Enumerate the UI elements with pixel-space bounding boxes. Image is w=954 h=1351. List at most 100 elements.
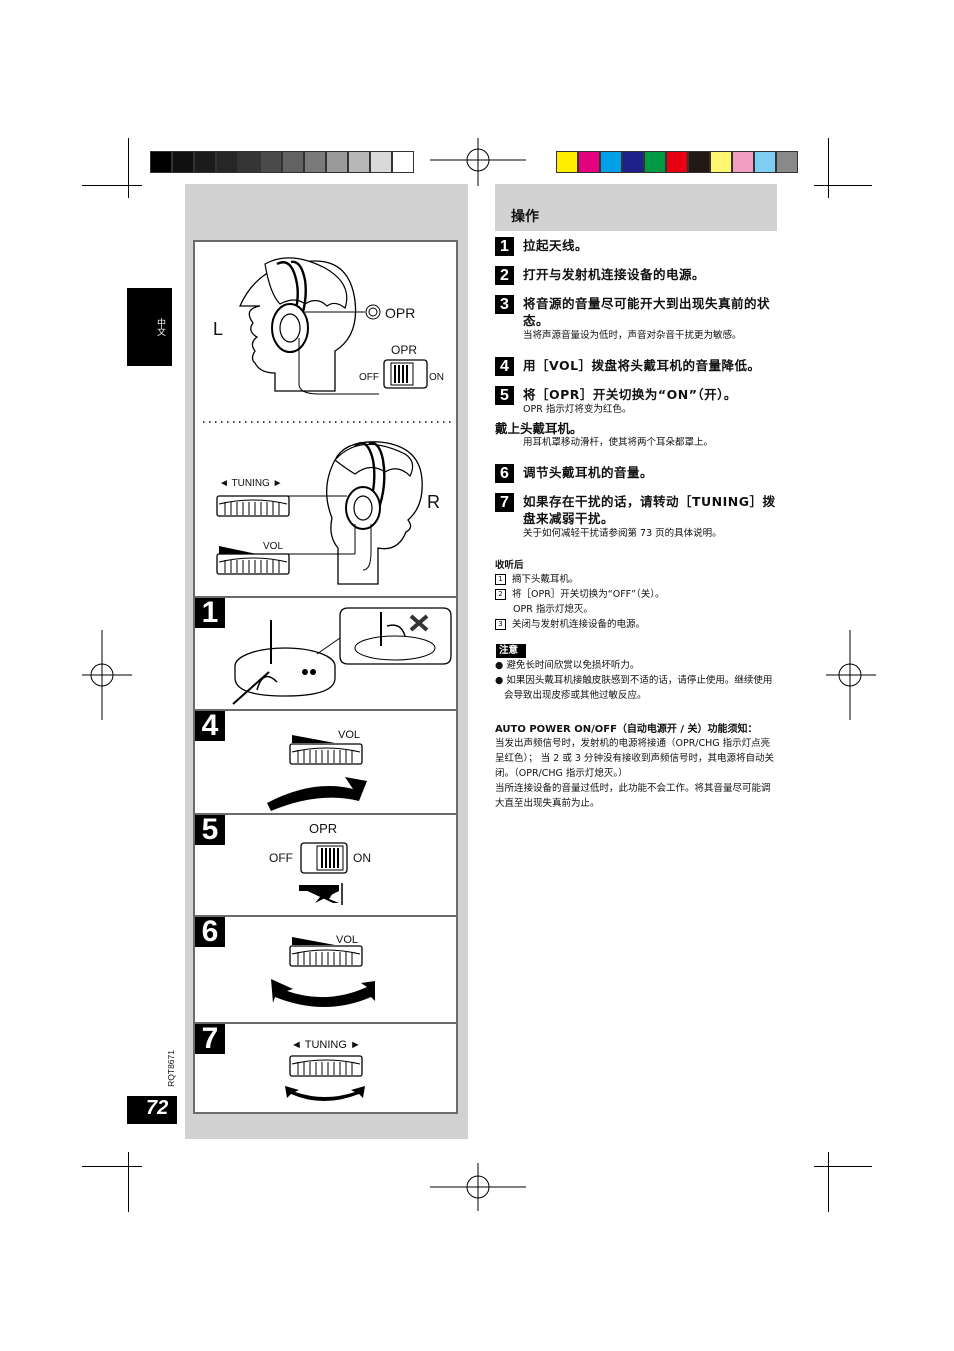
- step-body: 将音源的音量尽可能开大到出现失真前的状态。 当将声源音量设为低时，声音对杂音干扰…: [523, 295, 781, 343]
- gray-swatch: [238, 151, 260, 173]
- item-text: 将［OPR］开关切换为“OFF”（关）。: [512, 589, 665, 600]
- step1-number: 1: [195, 598, 225, 628]
- step4-vol-label: VOL: [338, 729, 361, 741]
- document-code: RQT8671: [166, 1050, 176, 1087]
- step-number: 7: [495, 493, 514, 512]
- step-note: OPR 指示灯将变为红色。: [523, 404, 632, 415]
- after-listening-item: 2 将［OPR］开关切换为“OFF”（关）。: [495, 587, 780, 602]
- step-number: 5: [495, 386, 514, 405]
- gray-swatch: [326, 151, 348, 173]
- opr-switch-illustration: [299, 842, 348, 905]
- switch-label: OPR: [391, 343, 418, 357]
- step5-opr-label: OPR: [309, 821, 338, 836]
- gray-swatch: [282, 151, 304, 173]
- step7-number: 7: [195, 1024, 225, 1054]
- step-number: 4: [495, 357, 514, 376]
- process-swatch: [688, 151, 710, 173]
- step7-figure: 7 ◄ TUNING ►: [193, 1022, 458, 1114]
- gray-swatch: [348, 151, 370, 173]
- step5-on-label: ON: [353, 851, 371, 865]
- gray-swatch: [150, 151, 172, 173]
- grayscale-color-bar: [150, 151, 414, 173]
- page-number-block: [127, 1096, 177, 1124]
- on-label: ON: [429, 372, 444, 383]
- caution-item: ● 如果因头戴耳机接触皮肤感到不适的话，请停止使用。继续使用会导致出现皮疹或其他…: [495, 675, 773, 701]
- vol-adjust-illustration: [271, 937, 375, 1007]
- step-note: 当将声源音量设为低时，声音对杂音干扰更为敏感。: [523, 330, 742, 341]
- step-body: 如果存在干扰的话，请转动［TUNING］拨盘来减弱干扰。 关于如何减轻干扰请参阅…: [523, 493, 781, 541]
- auto-power-body: 当发出声频信号时，发射机的电源将接通（OPR/CHG 指示灯点亮呈红色）； 当 …: [495, 736, 779, 811]
- item-text: OPR 指示灯熄灭。: [513, 604, 593, 615]
- step-text: 调节头戴耳机的音量。: [523, 465, 654, 480]
- wear-headphones-title: 戴上头戴耳机。: [495, 421, 583, 436]
- caution-list: ● 避免长时间欣赏以免损坏听力。 ● 如果因头戴耳机接触皮肤感到不适的话，请停止…: [495, 658, 780, 703]
- off-label: OFF: [359, 372, 379, 383]
- gray-swatch: [172, 151, 194, 173]
- step6-number: 6: [195, 917, 225, 947]
- step5-off-label: OFF: [269, 851, 293, 865]
- step-text: 如果存在干扰的话，请转动［TUNING］拨盘来减弱干扰。: [523, 494, 776, 526]
- auto-power-title: AUTO POWER ON/OFF（自动电源开 / 关）功能须知：: [495, 724, 758, 735]
- after-listening-item: 1 摘下头戴耳机。: [495, 572, 780, 587]
- step-text: 将［OPR］开关切换为“ON”（开）。: [523, 387, 737, 402]
- process-swatch: [710, 151, 732, 173]
- gray-swatch: [260, 151, 282, 173]
- process-swatch: [776, 151, 798, 173]
- step-text: 用［VOL］拨盘将头戴耳机的音量降低。: [523, 358, 761, 373]
- auto-power-paragraph: 当发出声频信号时，发射机的电源将接通（OPR/CHG 指示灯点亮呈红色）； 当 …: [495, 738, 774, 779]
- process-color-bar: [556, 151, 798, 173]
- item-number: 3: [495, 619, 506, 630]
- item-number: 1: [495, 574, 506, 585]
- step-note: 关于如何减轻干扰请参阅第 73 页的具体说明。: [523, 528, 722, 539]
- vol-label: VOL: [263, 541, 284, 552]
- registration-target-bottom: [430, 1163, 526, 1211]
- process-swatch: [732, 151, 754, 173]
- process-swatch: [578, 151, 600, 173]
- tuning-adjust-illustration: [285, 1055, 365, 1101]
- section-title: 操作: [511, 209, 539, 225]
- step-text: 打开与发射机连接设备的电源。: [523, 267, 706, 282]
- after-listening-title: 收听后: [495, 560, 524, 571]
- step-number: 3: [495, 295, 514, 314]
- step-number: 1: [495, 237, 514, 256]
- item-text: 关闭与发射机连接设备的电源。: [512, 619, 646, 630]
- caution-label: 注意: [499, 645, 519, 656]
- step-text: 将音源的音量尽可能开大到出现失真前的状态。: [523, 296, 771, 328]
- vol-down-illustration: [267, 735, 367, 811]
- auto-power-paragraph: 当所连接设备的音量过低时，此功能不会工作。将其音量尽可能调大直至出现失真前为止。: [495, 783, 771, 809]
- caution-item: ● 避免长时间欣赏以免损坏听力。: [495, 660, 640, 671]
- item-number: 2: [495, 589, 506, 600]
- tuning-label: ◄ TUNING ►: [219, 478, 283, 489]
- process-swatch: [556, 151, 578, 173]
- left-side-label: L: [213, 319, 224, 339]
- process-swatch: [622, 151, 644, 173]
- language-tab: [127, 288, 172, 366]
- page-number: 72: [146, 1097, 169, 1119]
- step6-figure: 6 VOL: [193, 915, 458, 1024]
- step6-vol-label: VOL: [336, 934, 359, 946]
- caution-text: 避免长时间欣赏以免损坏听力。: [506, 660, 640, 671]
- step-number: 2: [495, 266, 514, 285]
- after-listening-item: OPR 指示灯熄灭。: [495, 602, 780, 617]
- wear-headphones-figure: OPR L OPR OFF ON R ◄ TUNING ► VOL: [193, 240, 458, 598]
- step1-figure: 1: [193, 596, 458, 711]
- headphones-illustration: [203, 257, 452, 585]
- after-listening-list: 1 摘下头戴耳机。 2 将［OPR］开关切换为“OFF”（关）。 OPR 指示灯熄灭…: [495, 572, 780, 632]
- registration-target-left: [82, 630, 132, 720]
- caution-text: 如果因头戴耳机接触皮肤感到不适的话，请停止使用。继续使用会导致出现皮疹或其他过敏…: [504, 675, 773, 701]
- caution-badge: [496, 644, 526, 658]
- wear-headphones-note: 用耳机罩移动滑杆，使其将两个耳朵都罩上。: [523, 437, 714, 448]
- step4-figure: 4 VOL: [193, 709, 458, 815]
- process-swatch: [644, 151, 666, 173]
- gray-swatch: [370, 151, 392, 173]
- step-number: 6: [495, 464, 514, 483]
- process-swatch: [666, 151, 688, 173]
- registration-target-top: [430, 138, 526, 186]
- process-swatch: [600, 151, 622, 173]
- opr-indicator-label: OPR: [385, 305, 416, 321]
- gray-swatch: [194, 151, 216, 173]
- item-text: 摘下头戴耳机。: [512, 574, 579, 585]
- step4-number: 4: [195, 711, 225, 741]
- gray-swatch: [392, 151, 414, 173]
- step-text: 拉起天线。: [523, 238, 589, 253]
